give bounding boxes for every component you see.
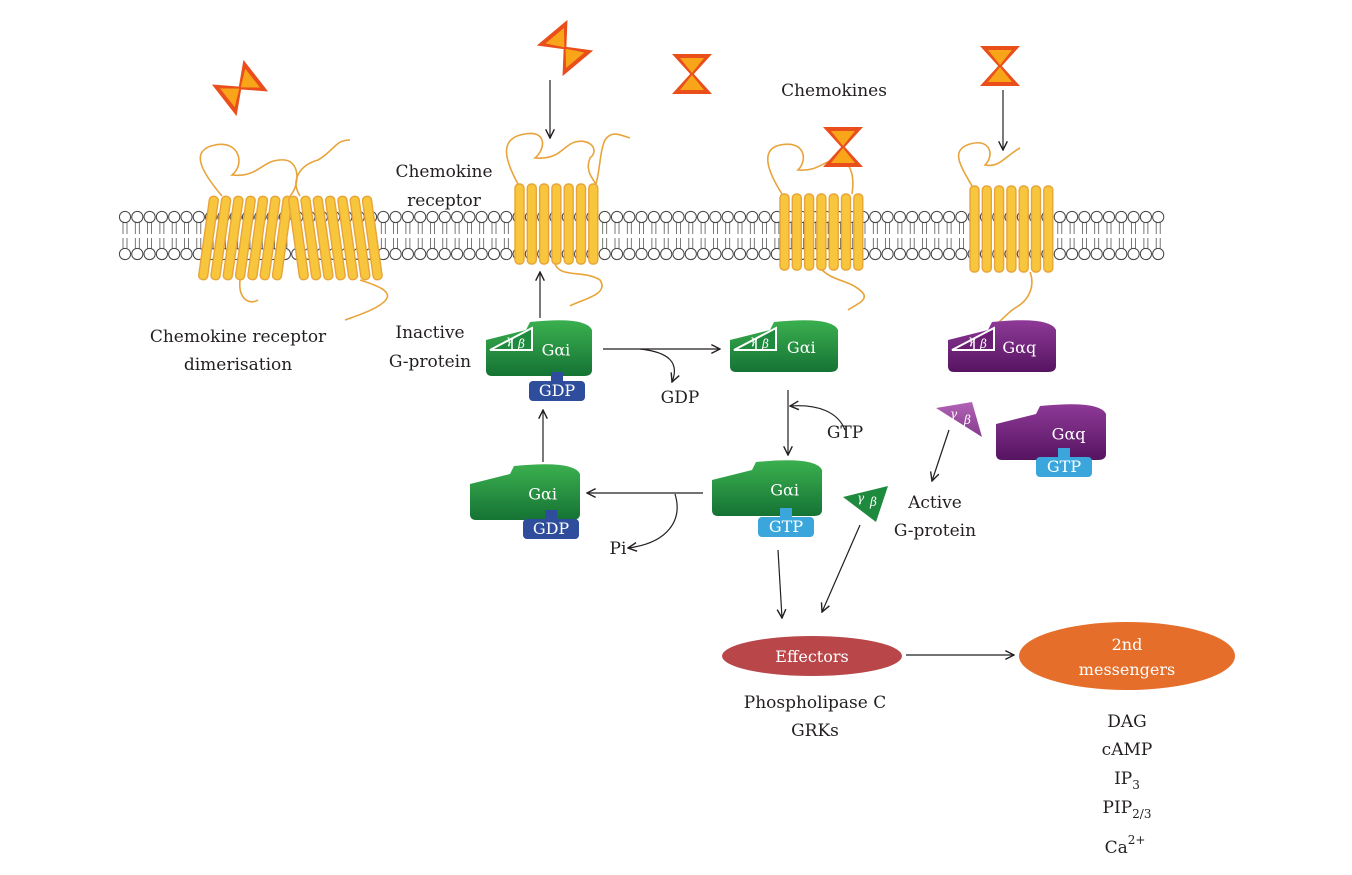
effector-example-2: GRKs <box>791 721 839 741</box>
effector-example-1: Phospholipase C <box>744 693 887 713</box>
chemokine-1 <box>211 59 269 117</box>
inactive-gdp-label: GDP <box>539 381 576 400</box>
arrow-gdp-release <box>639 348 674 382</box>
free-beta-q: β <box>963 413 971 427</box>
inactive-g-alpha-i <box>486 320 592 376</box>
effectors-label: Effectors <box>775 647 848 666</box>
inactive-beta-gamma-beta: β <box>517 337 525 351</box>
arrow-gbg-q-to-active <box>932 429 950 481</box>
inactive-g-protein-label-2: G-protein <box>389 352 471 372</box>
free-beta-i: β <box>869 495 877 509</box>
gq-alpha-subunit <box>948 320 1056 372</box>
dimerisation-label-2: dimerisation <box>184 355 292 375</box>
chemokine-receptor-label-2: receptor <box>407 191 482 211</box>
gq-gtp-label: GTP <box>1047 457 1081 476</box>
arrow-gtp-in <box>790 406 846 431</box>
chemokine-3 <box>672 54 712 94</box>
empty-beta-gamma-beta: β <box>761 337 769 351</box>
pi-label: Pi <box>610 539 627 559</box>
messenger-pip: PIP2/3 <box>1103 798 1152 821</box>
inactive-gdp <box>529 381 585 401</box>
active-gtp <box>758 517 814 537</box>
gdp-released-label: GDP <box>661 388 700 408</box>
chemokine-2 <box>536 19 594 77</box>
chemokine-5 <box>980 46 1020 86</box>
hydrolysed-gdp-label: GDP <box>533 519 570 538</box>
active-g-protein-label-2: G-protein <box>894 521 976 541</box>
receptor-active-gi <box>767 143 865 311</box>
messenger-camp: cAMP <box>1102 740 1153 760</box>
messenger-dag: DAG <box>1107 712 1147 732</box>
inactive-g-protein-label-1: Inactive <box>395 323 464 343</box>
second-messengers-label-2: messengers <box>1079 660 1175 679</box>
arrow-gbg-to-effectors <box>822 524 861 612</box>
inactive-g-alpha-i-label: Gαi <box>542 340 571 359</box>
hydrolysed-gdp <box>523 519 579 539</box>
active-g-alpha-i-subunit <box>712 460 822 516</box>
receptor-dimer-left <box>198 143 298 303</box>
active-g-alpha-i-subunit-label: Gαi <box>770 480 799 499</box>
second-messengers-node: 2nd messengers <box>1019 622 1235 690</box>
empty-g-alpha-i <box>730 320 838 372</box>
empty-g-alpha-i-label: Gαi <box>787 338 816 357</box>
free-gamma-i: γ <box>857 491 865 505</box>
active-g-alpha-q-subunit <box>996 404 1106 460</box>
labels: Chemokines Chemokine receptor Chemokine … <box>150 81 1153 858</box>
messenger-ip3: IP3 <box>1114 769 1140 792</box>
gq-alpha-subunit-label: Gαq <box>1002 338 1036 357</box>
effectors-node: Effectors <box>722 636 902 676</box>
empty-beta-gamma-gamma: γ <box>750 333 758 347</box>
receptor-inactive <box>505 132 631 307</box>
active-g-alpha-q-subunit-label: Gαq <box>1052 424 1086 443</box>
chemokine-4 <box>823 127 863 167</box>
chemokine-receptor-label-1: Chemokine <box>395 162 492 182</box>
gq-beta-gamma-gamma: γ <box>968 333 976 347</box>
chemokine-ligands <box>211 19 1020 167</box>
gq-beta-gamma-beta: β <box>979 337 987 351</box>
second-messengers-label-1: 2nd <box>1112 635 1143 654</box>
receptor-active-gq <box>957 141 1054 327</box>
active-g-protein-label-1: Active <box>907 493 962 513</box>
free-gamma-q: γ <box>950 407 958 421</box>
arrows <box>540 80 1014 655</box>
chemokines-label: Chemokines <box>781 81 887 101</box>
messenger-ca: Ca2+ <box>1105 833 1146 858</box>
active-gtp-label: GTP <box>769 517 803 536</box>
receptor-dimer-right <box>288 139 389 321</box>
gtp-in-label: GTP <box>827 423 863 443</box>
gdp-g-alpha-i-subunit <box>470 464 580 520</box>
arrow-pi-release <box>628 493 678 548</box>
dimerisation-label-1: Chemokine receptor <box>150 327 327 347</box>
gdp-g-alpha-i-subunit-label: Gαi <box>528 484 557 503</box>
arrow-galpha-to-effectors <box>778 549 782 618</box>
gq-gtp <box>1036 457 1092 477</box>
inactive-beta-gamma-gamma: γ <box>506 333 514 347</box>
receptors <box>198 132 1054 327</box>
